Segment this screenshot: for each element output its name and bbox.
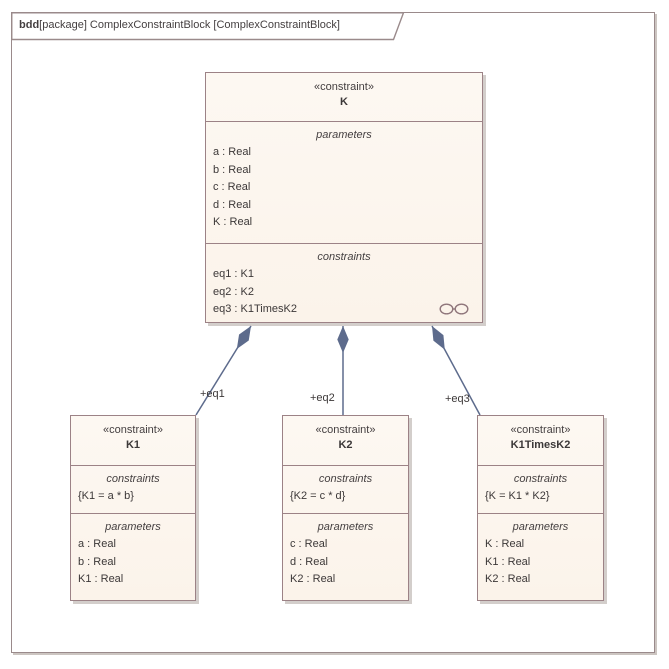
block-k2-header: «constraint» K2	[283, 416, 408, 465]
block-k1-header: «constraint» K1	[71, 416, 195, 465]
composition-connector-eq2[interactable]	[337, 326, 349, 415]
frame-title: bdd[package] ComplexConstraintBlock [Com…	[19, 19, 399, 31]
block-k1-parameters-compartment: parameters a : Real b : Real K1 : Real	[71, 513, 195, 602]
connector-role-label-eq3[interactable]: +eq3	[445, 393, 470, 405]
block-k1timesk2-parameters-compartment: parameters K : Real K1 : Real K2 : Real	[478, 513, 603, 602]
parameter-row[interactable]: b : Real	[78, 555, 116, 568]
block-k1timesk2-constraints-compartment: constraints {K = K1 * K2}	[478, 465, 603, 513]
constraint-block-k[interactable]: «constraint» K parameters a : Real b : R…	[205, 72, 483, 323]
composition-connector-eq1[interactable]	[195, 323, 256, 416]
parameters-compartment-title: parameters	[317, 521, 374, 533]
connector-role-label-eq1[interactable]: +eq1	[200, 388, 225, 400]
parameter-row[interactable]: c : Real	[290, 538, 328, 550]
constraint-row[interactable]: {K2 = c * d}	[290, 490, 346, 502]
block-k1-stereotype: «constraint»	[103, 424, 163, 436]
block-k1timesk2-name: K1TimesK2	[510, 439, 571, 451]
parameter-row[interactable]: K2 : Real	[290, 573, 336, 585]
connector-role-label-eq2[interactable]: +eq2	[310, 392, 335, 404]
constraints-compartment-title: constraints	[106, 473, 160, 485]
parameter-row[interactable]: c : Real	[213, 181, 251, 193]
block-k-header: «constraint» K	[206, 73, 482, 121]
constraint-row[interactable]: {K = K1 * K2}	[485, 490, 550, 502]
constraint-block-k1timesk2[interactable]: «constraint» K1TimesK2 constraints {K = …	[477, 415, 604, 601]
parameter-row[interactable]: d : Real	[213, 198, 251, 211]
constraint-row[interactable]: eq1 : K1	[213, 268, 254, 280]
block-k2-stereotype: «constraint»	[315, 424, 376, 436]
block-k-constraints-compartment: constraints eq1 : K1 eq2 : K2 eq3 : K1Ti…	[206, 243, 482, 324]
parameters-compartment-title: parameters	[512, 521, 569, 533]
block-k1timesk2-stereotype: «constraint»	[510, 424, 571, 436]
constraints-compartment-title: constraints	[318, 473, 373, 485]
spectacles-icon	[439, 303, 469, 315]
block-k-stereotype: «constraint»	[314, 81, 374, 93]
parameters-compartment-title: parameters	[105, 521, 161, 533]
block-k-name: K	[340, 96, 348, 108]
block-k1-name: K1	[125, 439, 141, 451]
parameters-compartment-title: parameters	[316, 129, 372, 141]
block-k1-constraints-compartment: constraints {K1 = a * b}	[71, 465, 195, 513]
parameter-row[interactable]: a : Real	[78, 538, 116, 550]
parameter-row[interactable]: K : Real	[213, 216, 253, 228]
parameter-row[interactable]: K1 : Real	[485, 555, 531, 568]
frame-title-keyword: bdd	[19, 19, 40, 31]
constraint-block-k2[interactable]: «constraint» K2 constraints {K2 = c * d}…	[282, 415, 409, 601]
block-k1timesk2-header: «constraint» K1TimesK2	[478, 416, 603, 465]
parameter-row[interactable]: K2 : Real	[485, 573, 531, 585]
parameter-row[interactable]: a : Real	[213, 146, 251, 158]
constraints-compartment-title: constraints	[317, 251, 371, 263]
constraint-block-k1[interactable]: «constraint» K1 constraints {K1 = a * b}…	[70, 415, 196, 601]
block-k2-name: K2	[338, 439, 353, 451]
parameter-row[interactable]: b : Real	[213, 163, 251, 176]
constraint-row[interactable]: eq3 : K1TimesK2	[213, 303, 297, 315]
composition-connector-eq3[interactable]	[427, 323, 481, 416]
constraint-row[interactable]: eq2 : K2	[213, 285, 254, 298]
block-k2-parameters-compartment: parameters c : Real d : Real K2 : Real	[283, 513, 408, 602]
parameter-row[interactable]: K1 : Real	[78, 573, 124, 585]
constraint-row[interactable]: {K1 = a * b}	[78, 490, 134, 502]
parameter-row[interactable]: K : Real	[485, 538, 525, 550]
parameter-row[interactable]: d : Real	[290, 555, 328, 568]
block-k-parameters-compartment: parameters a : Real b : Real c : Real d …	[206, 121, 482, 243]
frame-title-rest: [package] ComplexConstraintBlock [Comple…	[39, 19, 340, 31]
diagram-frame-tab	[11, 12, 405, 41]
block-k2-constraints-compartment: constraints {K2 = c * d}	[283, 465, 408, 513]
constraints-compartment-title: constraints	[513, 473, 568, 485]
